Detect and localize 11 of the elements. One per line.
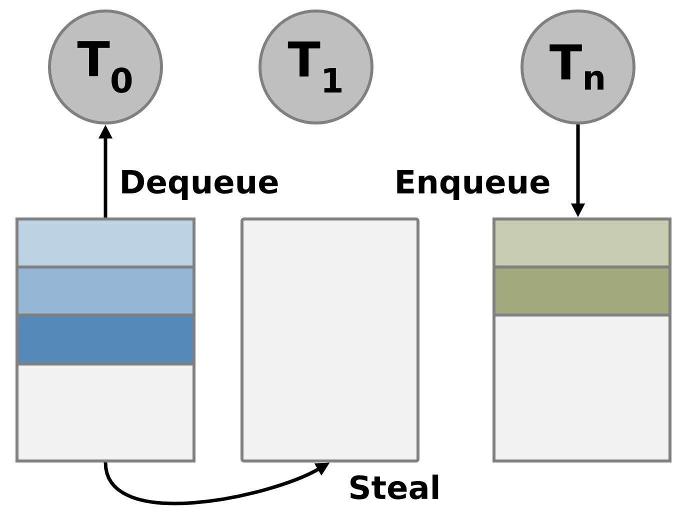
queue-slot xyxy=(492,266,672,316)
queue-slot xyxy=(16,362,196,462)
queue-slot xyxy=(16,314,196,366)
queue-slot xyxy=(492,218,672,268)
queue-slot xyxy=(492,314,672,462)
edge-label: Enqueue xyxy=(397,170,550,200)
queue-slot xyxy=(16,266,196,316)
queue-slot xyxy=(16,218,196,268)
queue-box xyxy=(240,218,420,462)
edge-label: Steal xyxy=(350,474,438,500)
edge-label: Dequeue xyxy=(122,170,278,200)
